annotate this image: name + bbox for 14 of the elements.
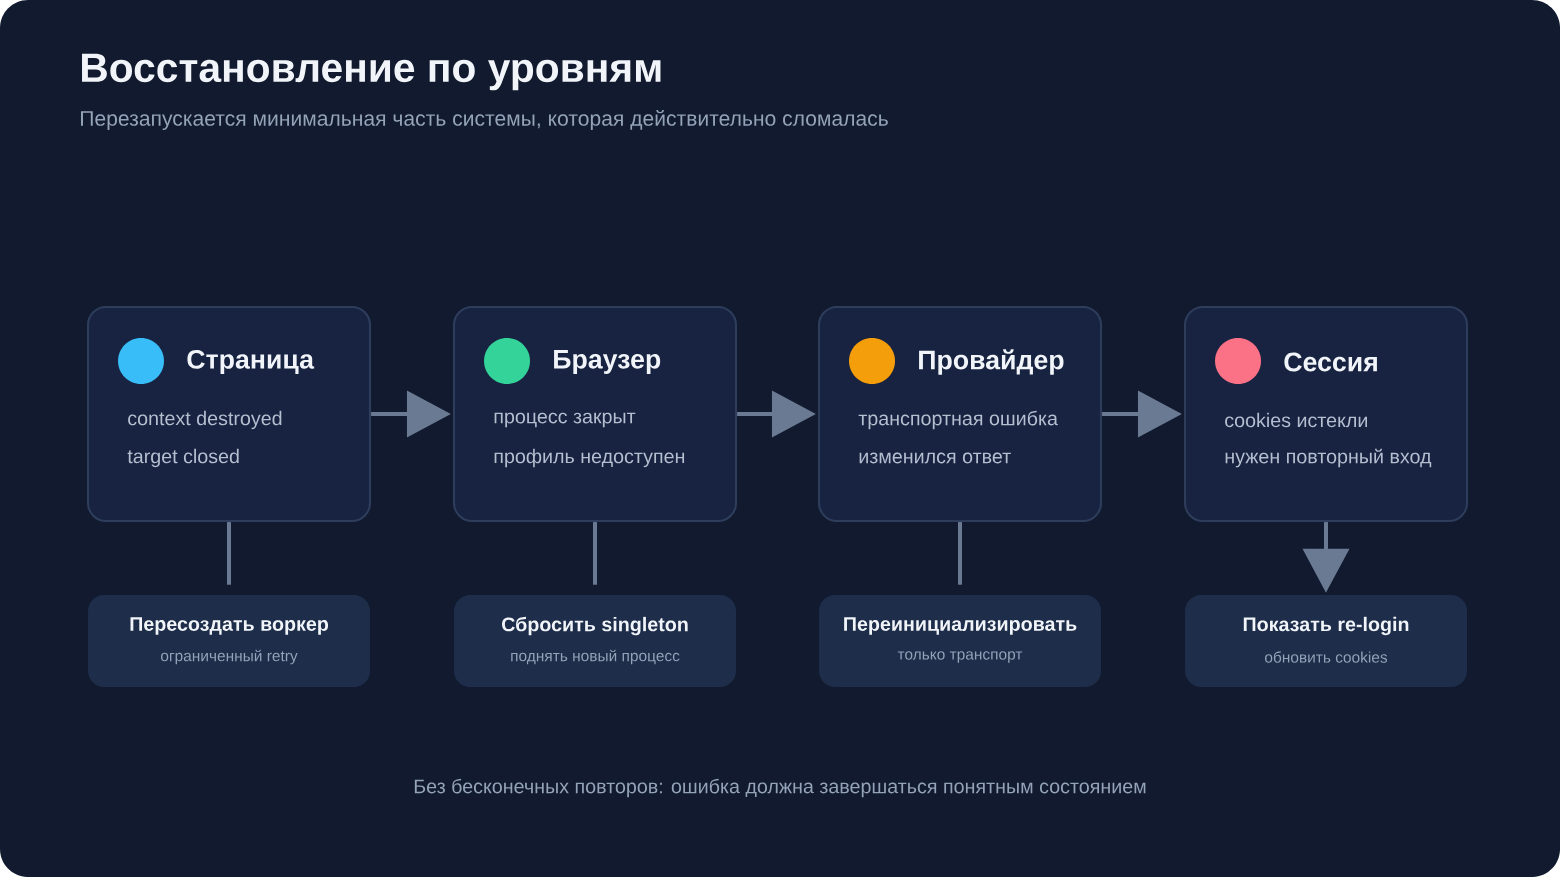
action-box: Переинициализировать только транспорт [819, 595, 1101, 687]
action-box: Показать re-login обновить cookies [1185, 595, 1467, 687]
action-box: Сбросить singleton поднять новый процесс [454, 595, 736, 687]
title: Восстановление по уровням [82, 53, 661, 91]
connector-line [593, 522, 597, 585]
connector-line [227, 522, 231, 585]
connector-line [958, 522, 962, 585]
stage-card: Страница context destroyed target closed [86, 305, 372, 523]
footer-note: Без бесконечных повторов: ошибка должна завершаться понятным состоянием [414, 778, 1146, 798]
subtitle: Перезапускается минимальная часть системы, которая действительно сломалась [81, 110, 888, 130]
action-box: Пересоздать воркер ограниченный retry [88, 595, 370, 687]
stage-card: Сессия cookies истекли нужен повторный вход [1183, 305, 1469, 523]
stage-card: Браузер процесс закрыт профиль недоступен [452, 305, 738, 523]
stage-card: Провайдер транспортная ошибка изменился ответ [817, 305, 1103, 523]
